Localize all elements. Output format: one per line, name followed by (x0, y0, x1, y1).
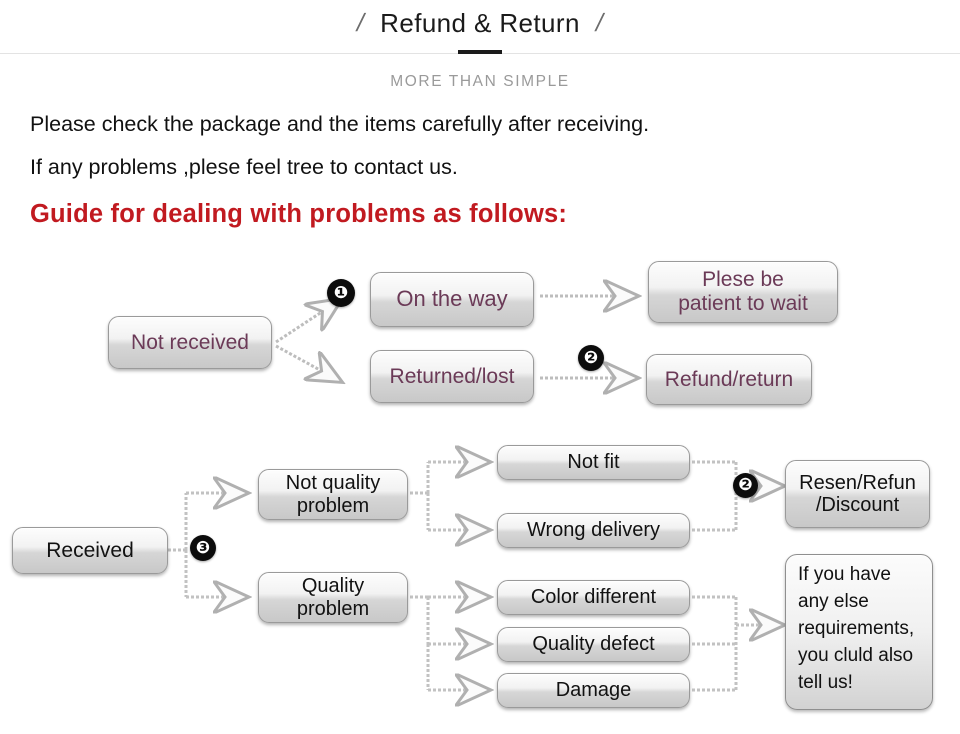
node-not-quality-problem[interactable]: Not quality problem (258, 469, 408, 520)
node-color-different[interactable]: Color different (497, 580, 690, 615)
node-quality-problem-line2: problem (296, 597, 370, 620)
contact-note-line-3: requirements, (798, 617, 915, 639)
contact-note-line-2: any else (798, 590, 869, 612)
marker-2-chart2: ❷ (733, 473, 758, 498)
node-wrong-delivery[interactable]: Wrong delivery (497, 513, 690, 548)
marker-3: ❸ (190, 535, 216, 561)
page-header: / Refund & Return / MORE THAN SIMPLE (0, 0, 960, 100)
node-quality-defect[interactable]: Quality defect (497, 627, 690, 662)
contact-note-line-4: you cluld also (798, 644, 914, 666)
node-not-fit[interactable]: Not fit (497, 445, 690, 480)
node-damage[interactable]: Damage (497, 673, 690, 708)
node-resend-refund-discount-line1: Resen/Refun (799, 471, 916, 494)
node-quality-problem-line1: Quality (301, 575, 365, 598)
header-subtitle: MORE THAN SIMPLE (390, 73, 570, 90)
page-title: Refund & Return (380, 8, 580, 38)
node-not-quality-problem-line1: Not quality (285, 472, 381, 495)
node-resend-refund-discount[interactable]: Resen/Refun /Discount (785, 460, 930, 528)
node-please-be-patient-line2: patient to wait (678, 292, 808, 315)
intro-line-2: If any problems ,plese feel tree to cont… (30, 155, 458, 179)
node-refund-return[interactable]: Refund/return (646, 354, 812, 405)
guide-heading: Guide for dealing with problems as follo… (30, 200, 568, 228)
marker-2-chart1: ❷ (578, 345, 604, 371)
node-please-be-patient-line1: Plese be (702, 268, 784, 292)
intro-line-1: Please check the package and the items c… (30, 112, 650, 136)
node-not-quality-problem-line2: problem (296, 494, 370, 517)
node-contact-note[interactable]: If you have any else requirements, you c… (785, 554, 933, 710)
node-not-received[interactable]: Not received (108, 316, 272, 369)
title-slash-left: / (353, 9, 367, 37)
title-slash-right: / (593, 9, 607, 37)
marker-1: ❶ (327, 279, 355, 307)
node-received[interactable]: Received (12, 527, 168, 574)
node-resend-refund-discount-line2: /Discount (815, 494, 900, 516)
node-on-the-way[interactable]: On the way (370, 272, 534, 327)
node-please-be-patient[interactable]: Plese be patient to wait (648, 261, 838, 323)
header-tick-mark (458, 50, 502, 54)
contact-note-line-1: If you have (798, 564, 891, 585)
title-row: / Refund & Return / (0, 8, 960, 39)
node-quality-problem[interactable]: Quality problem (258, 572, 408, 623)
node-returned-lost[interactable]: Returned/lost (370, 350, 534, 403)
contact-note-line-5: tell us! (798, 671, 853, 693)
